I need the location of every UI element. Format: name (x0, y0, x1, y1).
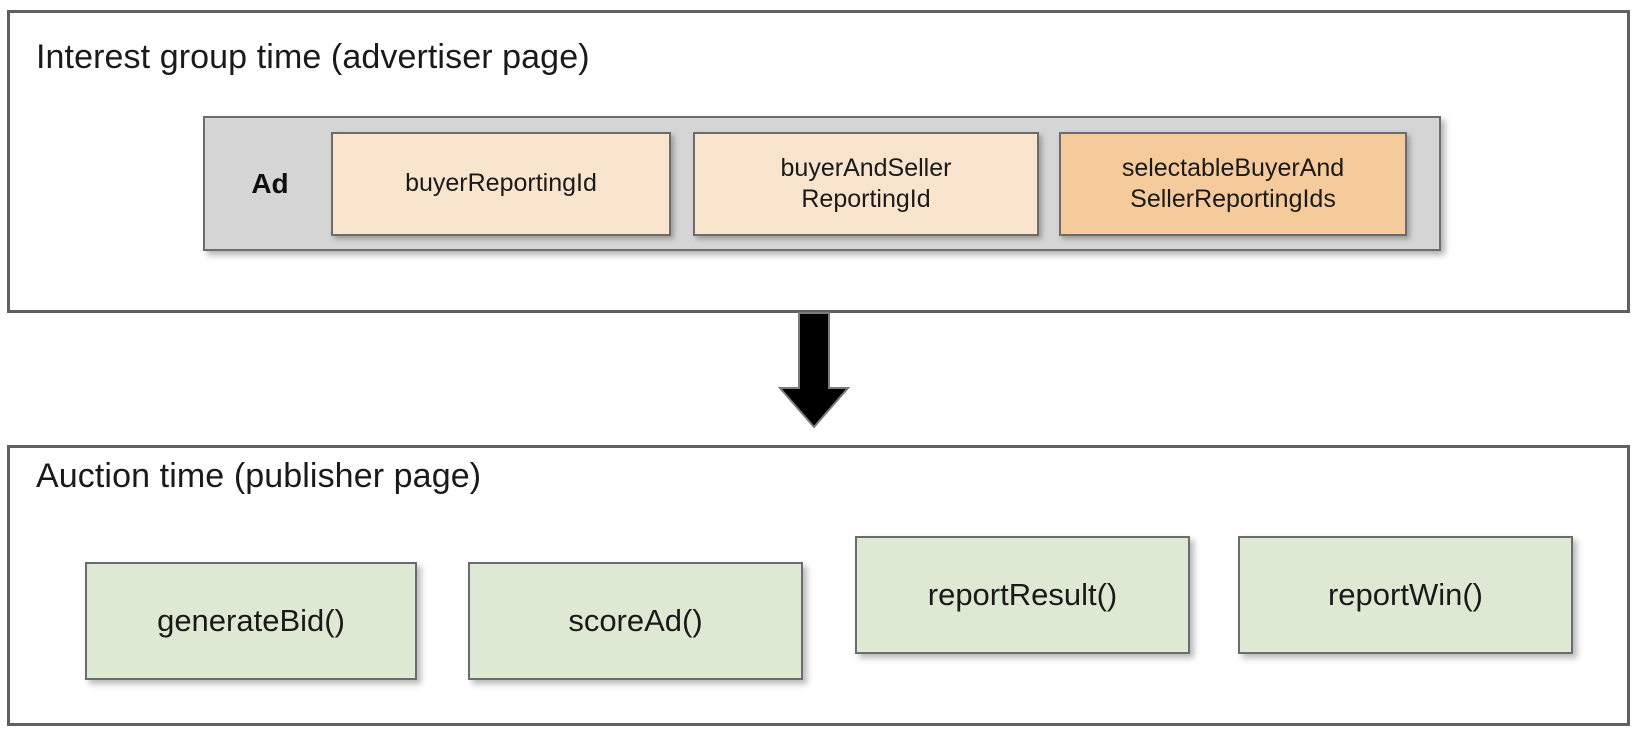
function-box-report-result-label: reportResult() (927, 577, 1118, 612)
ad-label: Ad (251, 167, 289, 199)
publisher-panel: Auction time (publisher page) generateBi… (7, 445, 1630, 726)
function-box-report-win[interactable]: reportWin() (1238, 536, 1573, 654)
advertiser-panel-title: Interest group time (advertiser page) (36, 38, 590, 76)
function-box-score-ad[interactable]: scoreAd() (468, 562, 803, 680)
box-buyer-and-seller-reporting-id-label: buyerAndSeller ReportingId (781, 153, 952, 214)
function-box-score-ad-label: scoreAd() (568, 603, 703, 638)
function-box-report-win-label: reportWin() (1327, 577, 1483, 612)
box-selectable-buyer-and-seller-reporting-ids[interactable]: selectableBuyerAnd SellerReportingIds (1059, 131, 1407, 236)
publisher-panel-title: Auction time (publisher page) (36, 457, 482, 495)
advertiser-panel: Interest group time (advertiser page) Ad… (7, 10, 1630, 313)
function-box-report-result[interactable]: reportResult() (855, 536, 1190, 654)
box-buyer-reporting-id-label: buyerReportingId (405, 169, 597, 198)
line-2: ReportingId (801, 184, 931, 213)
box-buyer-and-seller-reporting-id[interactable]: buyerAndSeller ReportingId (693, 131, 1039, 236)
line-1: selectableBuyerAnd (1121, 154, 1345, 182)
line-2: SellerReportingIds (1130, 184, 1336, 213)
ad-group-container: Ad buyerReportingId buyerAndSeller Repor… (203, 116, 1441, 251)
box-buyer-reporting-id[interactable]: buyerReportingId (331, 131, 671, 236)
function-box-generate-bid-label: generateBid() (157, 603, 345, 638)
box-selectable-buyer-and-seller-reporting-ids-label: selectableBuyerAnd SellerReportingIds (1122, 153, 1344, 214)
function-box-generate-bid[interactable]: generateBid() (85, 562, 417, 680)
down-arrow-icon (778, 312, 850, 428)
line-1: buyerAndSeller (780, 154, 952, 182)
